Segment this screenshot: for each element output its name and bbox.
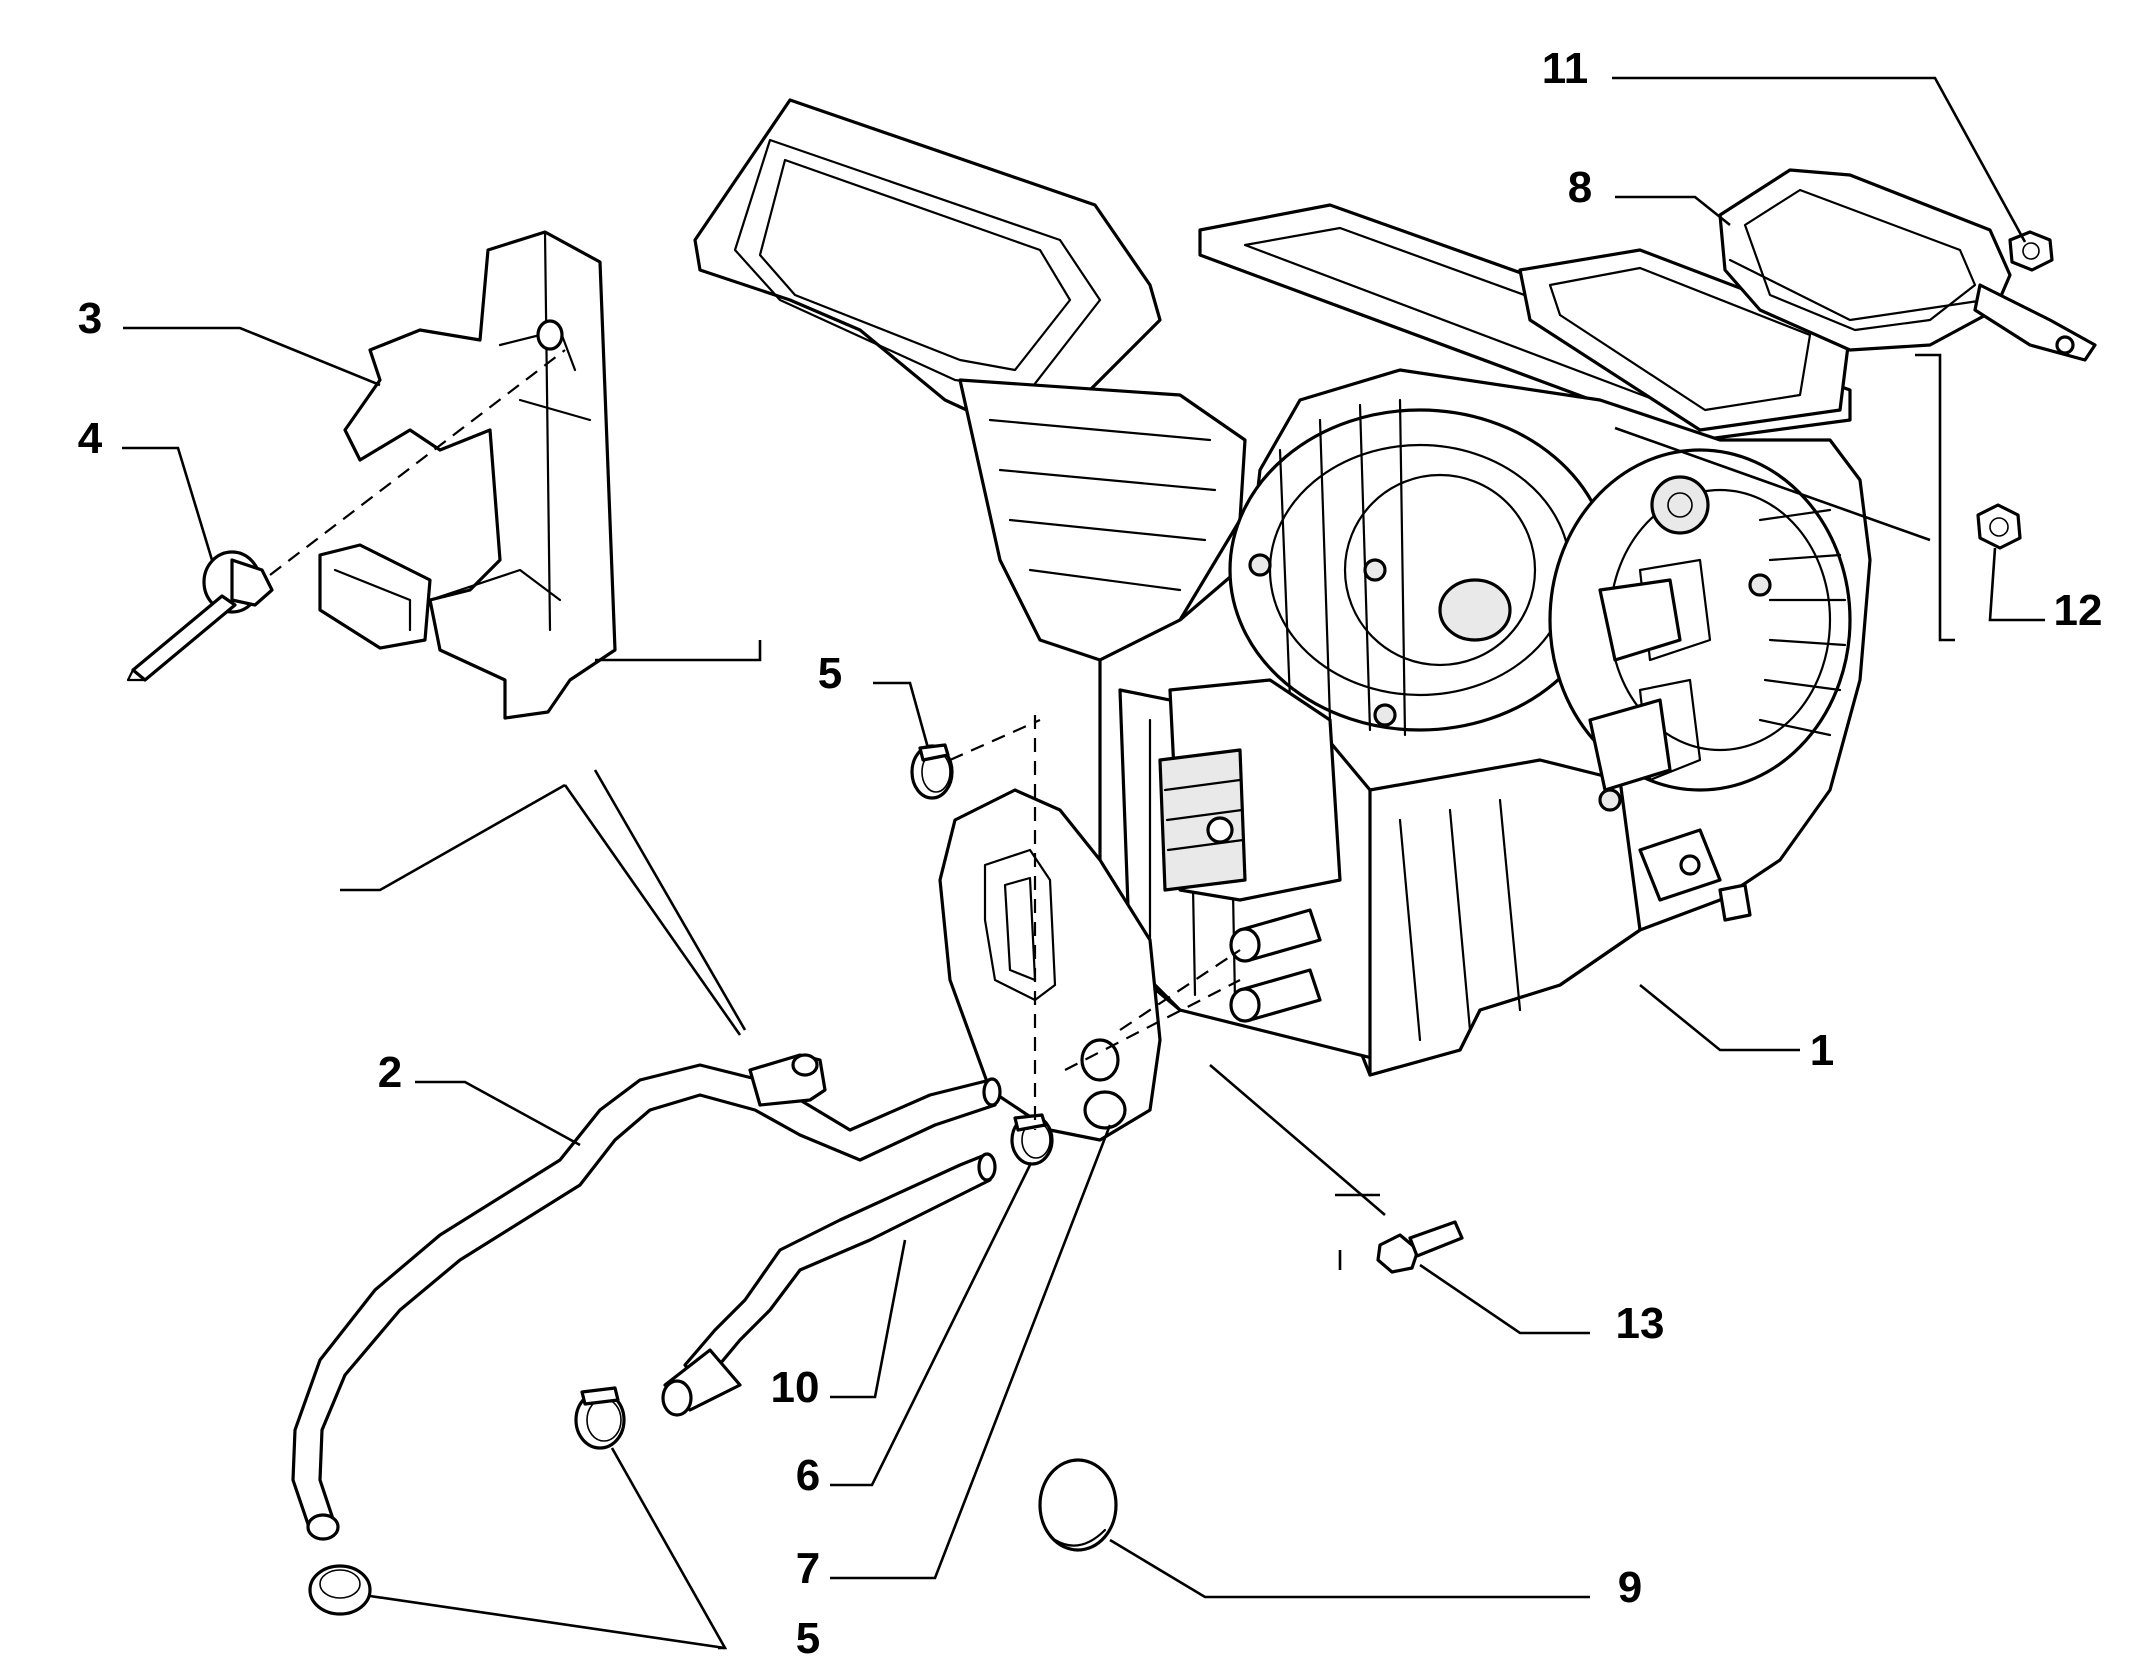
pin-rivet-part-4 bbox=[126, 550, 274, 682]
bracket-part-3 bbox=[318, 230, 617, 720]
callout-6: 6 bbox=[796, 1451, 820, 1500]
callout-2: 2 bbox=[378, 1048, 402, 1097]
nut-part-12 bbox=[1976, 503, 2022, 550]
hose-part-10 bbox=[661, 1152, 997, 1417]
clamp-part-6 bbox=[1010, 1113, 1054, 1166]
callout-labels: 1 2 3 4 5 5 6 7 8 9 10 11 12 13 bbox=[78, 44, 2103, 1663]
hose-part-2 bbox=[291, 1053, 1002, 1541]
cover-module-part-8 bbox=[1718, 168, 2097, 362]
callout-9: 9 bbox=[1618, 1563, 1642, 1612]
callout-12: 12 bbox=[2054, 586, 2103, 635]
callout-5-top: 5 bbox=[818, 649, 842, 698]
nut-part-11 bbox=[2008, 230, 2054, 272]
plug-cap-part-9 bbox=[1038, 1458, 1118, 1552]
callout-7: 7 bbox=[796, 1544, 820, 1593]
callout-10: 10 bbox=[771, 1363, 820, 1412]
callout-1: 1 bbox=[1810, 1026, 1834, 1075]
leader-lines bbox=[122, 76, 2045, 1650]
heater-blower-assembly bbox=[693, 98, 1872, 1077]
callout-13: 13 bbox=[1616, 1299, 1665, 1348]
clamp-part-5-top bbox=[910, 743, 954, 800]
callout-5-bottom: 5 bbox=[796, 1614, 820, 1663]
assembly-guide-lines bbox=[269, 349, 1241, 1130]
bolt-part-13 bbox=[1376, 1220, 1464, 1274]
callout-8: 8 bbox=[1568, 163, 1592, 212]
callout-3: 3 bbox=[78, 294, 102, 343]
clamp-part-5-middle bbox=[574, 1386, 626, 1450]
callout-4: 4 bbox=[78, 414, 103, 463]
gasket-part-7 bbox=[938, 788, 1162, 1142]
callout-11: 11 bbox=[1542, 44, 1589, 93]
clamp-part-5-bottom bbox=[308, 1564, 372, 1616]
